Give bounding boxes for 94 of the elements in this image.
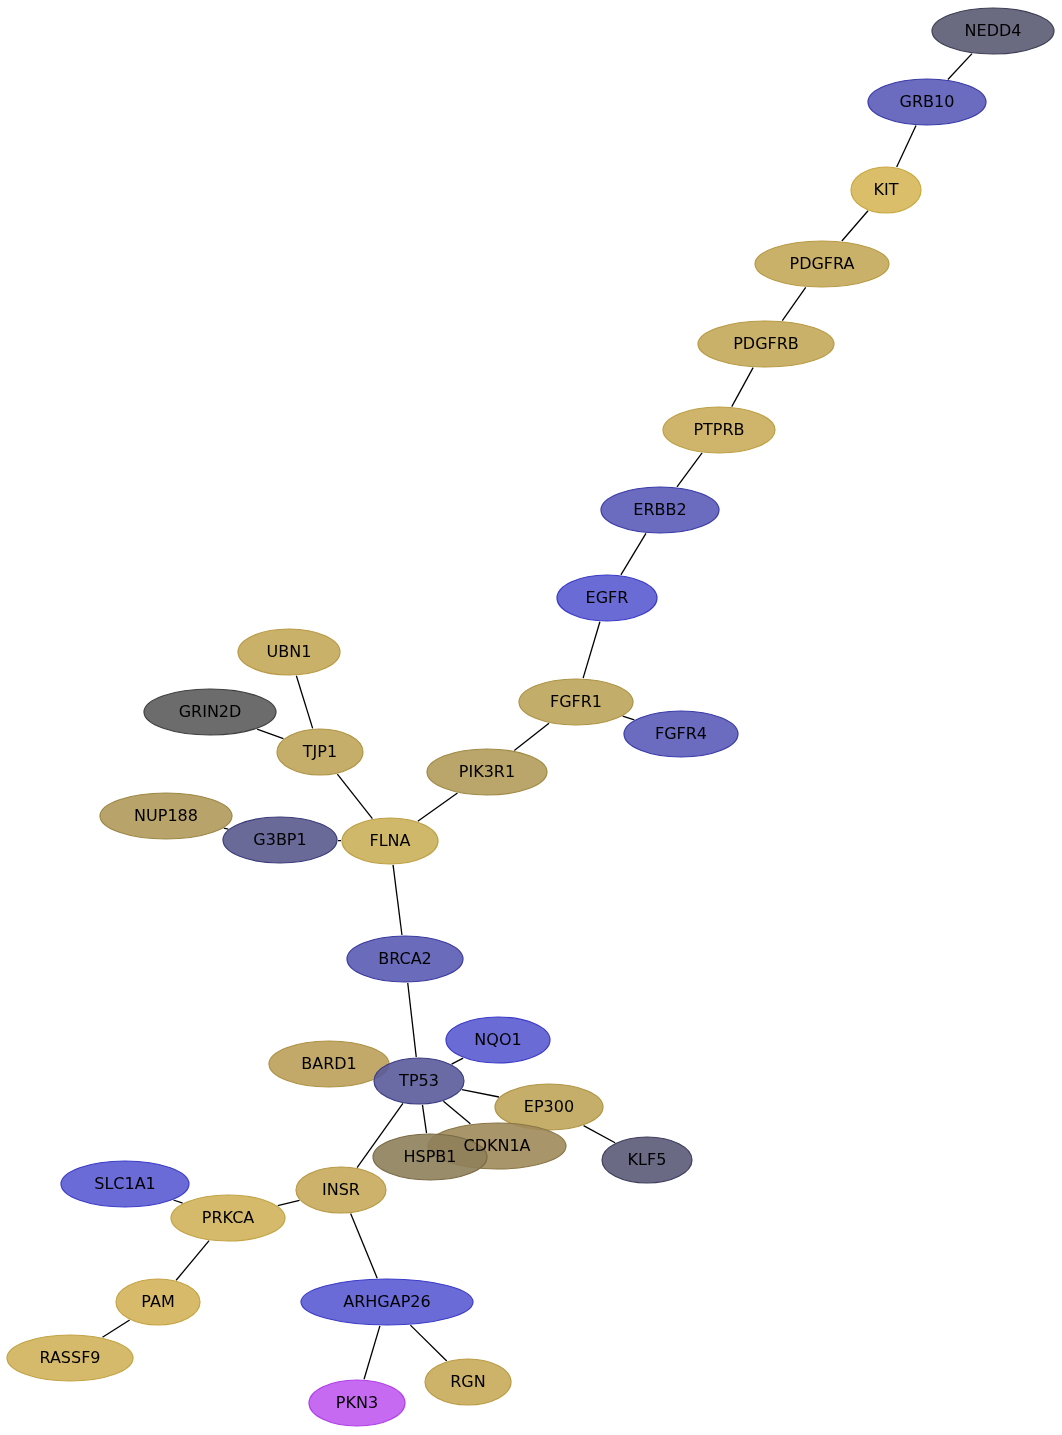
protein-label: PIK3R1 [458, 764, 516, 780]
edge-line [407, 982, 417, 1058]
edge-line [417, 792, 459, 822]
edge-line [947, 52, 973, 81]
protein-label: PTPRB [693, 422, 745, 438]
protein-node [60, 1160, 190, 1208]
edge-line [223, 827, 229, 830]
protein-node [268, 1040, 390, 1088]
edge-line [582, 1125, 616, 1144]
protein-node [373, 1057, 465, 1105]
protein-label: RASSF9 [39, 1350, 101, 1366]
protein-label: KIT [873, 182, 899, 198]
protein-label: PAM [141, 1294, 175, 1310]
edge-line [731, 366, 754, 408]
protein-node [754, 240, 890, 288]
protein-node [518, 678, 634, 726]
protein-label: TP53 [399, 1073, 439, 1089]
protein-label: PDGFRA [789, 256, 855, 272]
protein-label: GRB10 [899, 94, 955, 110]
protein-label: FGFR1 [549, 694, 603, 710]
protein-node [424, 1358, 512, 1406]
protein-label: NQO1 [474, 1032, 522, 1048]
edge-line [256, 728, 285, 740]
edge-line [781, 286, 807, 322]
protein-label: FGFR4 [654, 726, 708, 742]
edge-line [363, 1325, 381, 1380]
edge-line [409, 1324, 448, 1362]
protein-node [662, 406, 776, 454]
protein-node [931, 7, 1055, 55]
edge-line [841, 210, 869, 242]
protein-label: EP300 [523, 1099, 575, 1115]
protein-node [170, 1194, 286, 1242]
edge-line [392, 864, 403, 936]
protein-label: EGFR [585, 590, 629, 606]
protein-node [556, 574, 658, 622]
protein-node [115, 1278, 201, 1326]
protein-label: G3BP1 [253, 832, 307, 848]
protein-node [6, 1334, 134, 1382]
edge-line [461, 1088, 500, 1098]
edge-line [336, 773, 374, 820]
edge-line [277, 1199, 301, 1207]
protein-label: BRCA2 [378, 951, 432, 967]
protein-node [143, 688, 277, 736]
protein-node [346, 935, 464, 983]
protein-node [222, 816, 338, 864]
protein-label: ERBB2 [633, 502, 687, 518]
edge-line [513, 722, 550, 752]
protein-label: CDKN1A [463, 1138, 531, 1154]
protein-node [494, 1083, 604, 1131]
protein-node [867, 78, 987, 126]
edge-line [421, 1104, 428, 1134]
protein-label: PKN3 [335, 1395, 379, 1411]
protein-label: KLF5 [627, 1152, 667, 1168]
protein-label: NUP188 [134, 808, 198, 824]
edge-line [582, 621, 601, 679]
protein-label: INSR [322, 1182, 360, 1198]
protein-node [623, 710, 739, 758]
protein-node [341, 817, 439, 865]
edge-line [175, 1240, 210, 1281]
protein-node [601, 1136, 693, 1184]
protein-label: BARD1 [301, 1056, 357, 1072]
protein-label: NEDD4 [964, 23, 1022, 39]
edge-line [676, 452, 703, 488]
protein-label: GRIN2D [178, 704, 242, 720]
protein-node [308, 1379, 406, 1427]
protein-label: PRKCA [201, 1210, 255, 1226]
edge-line [337, 839, 342, 842]
protein-label: ARHGAP26 [343, 1294, 431, 1310]
edge-line [442, 1100, 471, 1125]
edge-line [295, 675, 314, 729]
protein-label: RGN [450, 1374, 486, 1390]
protein-label: SLC1A1 [94, 1176, 156, 1192]
edge-line [620, 532, 647, 576]
protein-node [600, 486, 720, 534]
edge-line [450, 1057, 464, 1065]
protein-node [300, 1278, 474, 1326]
protein-label: HSPB1 [403, 1149, 457, 1165]
protein-label: UBN1 [266, 644, 312, 660]
protein-node [276, 728, 364, 776]
edge-line [356, 1102, 404, 1169]
protein-label: PDGFRB [733, 336, 799, 352]
edge-line [172, 1199, 184, 1204]
edge-line [350, 1212, 378, 1279]
protein-label: FLNA [369, 833, 411, 849]
protein-node [445, 1016, 551, 1064]
protein-node [697, 320, 835, 368]
edge-line [101, 1319, 131, 1338]
protein-node [850, 166, 922, 214]
protein-node [295, 1166, 387, 1214]
edge-line [896, 124, 917, 168]
protein-node [237, 628, 341, 676]
protein-node [99, 792, 233, 840]
protein-node [426, 748, 548, 796]
protein-label: TJP1 [302, 744, 338, 760]
